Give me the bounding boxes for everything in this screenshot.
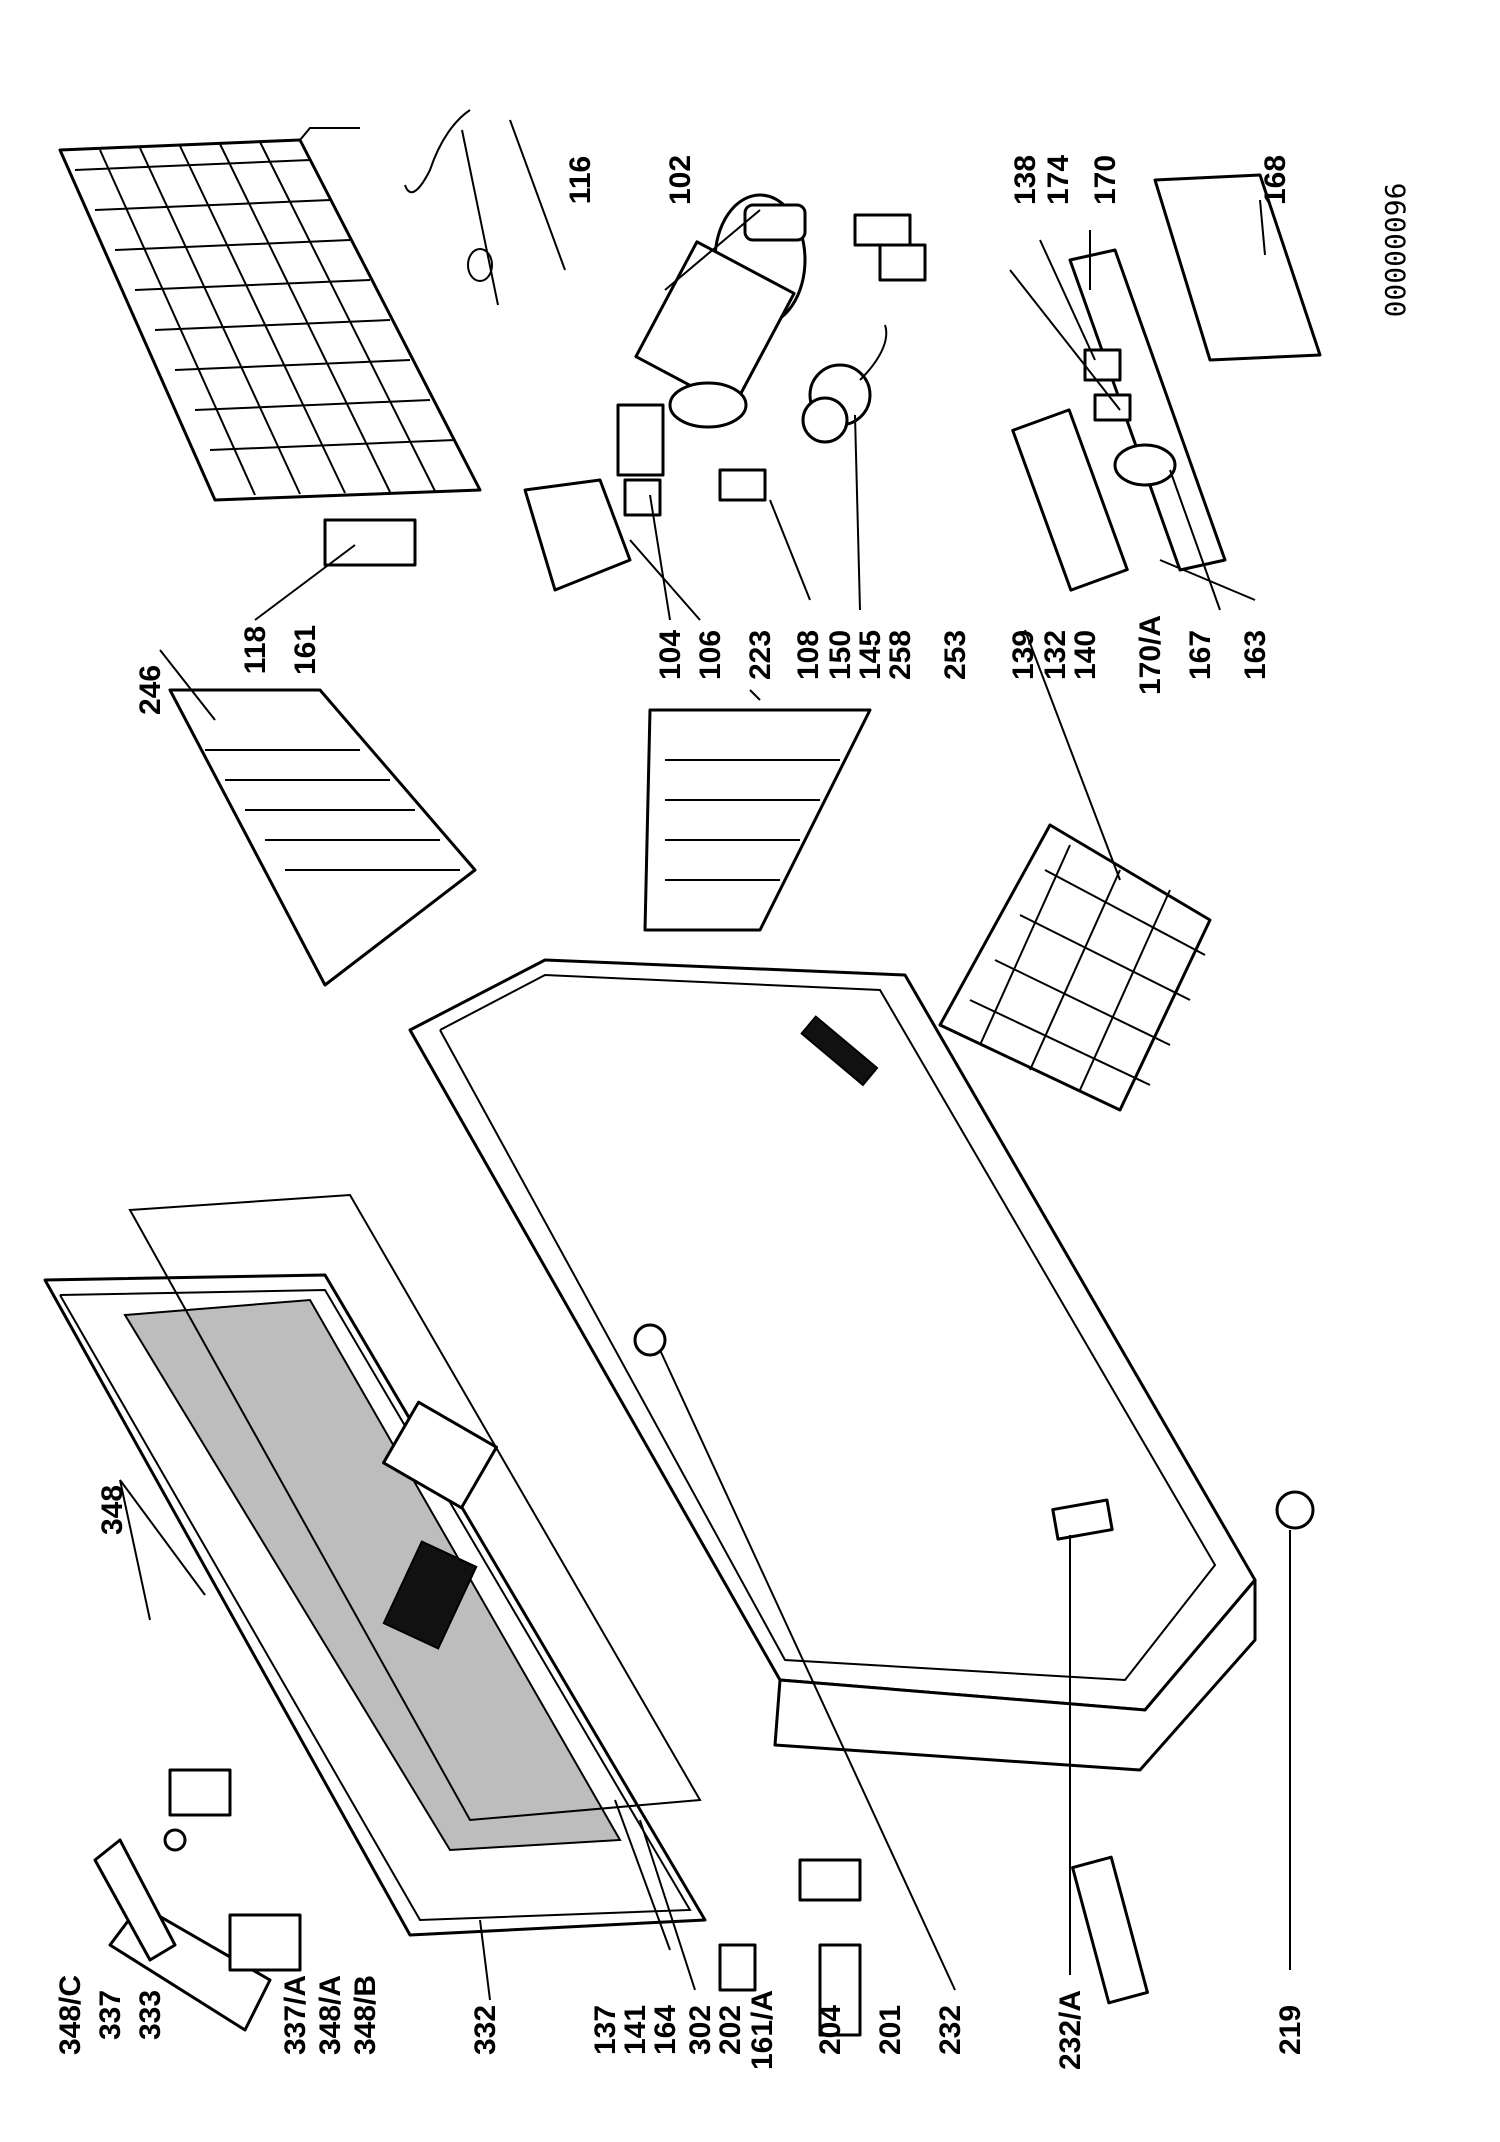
callout-258: 258 — [884, 630, 917, 680]
callout-163: 163 — [1239, 630, 1272, 680]
callout-348: 348 — [96, 1485, 129, 1535]
hinge-cover — [228, 1913, 302, 1972]
callout-132: 132 — [1039, 630, 1072, 680]
callout-116: 116 — [564, 156, 597, 204]
callout-348B: 348/B — [349, 1975, 382, 2055]
condenser-coil — [58, 127, 482, 502]
spacer-bolt — [718, 468, 767, 502]
control-panel-cover — [1153, 173, 1322, 362]
mount-bracket — [523, 478, 632, 592]
callout-137: 137 — [589, 2005, 622, 2055]
leader-lines — [119, 119, 1291, 2001]
callout-150: 150 — [824, 630, 857, 680]
callout-106: 106 — [694, 630, 727, 680]
callout-348A: 348/A — [314, 1975, 347, 2055]
callout-140: 140 — [1069, 630, 1102, 680]
bracket-161 — [323, 518, 417, 567]
callout-201: 201 — [874, 2005, 907, 2055]
bush — [623, 478, 662, 517]
thermostat-knob — [1113, 443, 1177, 487]
evaporator-plate — [168, 688, 477, 987]
lid-gasket — [128, 1193, 702, 1822]
callout-167: 167 — [1184, 630, 1217, 680]
callout-246: 246 — [134, 665, 167, 715]
callout-145: 145 — [854, 630, 887, 680]
callout-108: 108 — [792, 630, 825, 680]
handle-cap — [93, 1838, 177, 1962]
callout-102: 102 — [664, 155, 697, 205]
callout-253: 253 — [939, 630, 972, 680]
callout-labels: 116 102 138 174 170 168 246 118 161 104 … — [54, 155, 1412, 2070]
lock-housing — [168, 1768, 232, 1817]
lid — [43, 1273, 707, 1937]
callout-337: 337 — [94, 1990, 127, 2040]
callout-232: 232 — [934, 2005, 967, 2055]
callout-168: 168 — [1259, 155, 1292, 205]
hinge-clip — [718, 1943, 757, 1992]
relay-cover — [878, 243, 927, 282]
callout-302: 302 — [684, 2005, 717, 2055]
foot — [1275, 1490, 1315, 1530]
pilot-lamp — [1083, 348, 1122, 382]
callout-348C: 348/C — [54, 1975, 87, 2055]
callout-219: 219 — [1274, 2005, 1307, 2055]
callout-170A: 170/A — [1134, 615, 1167, 695]
document-id: 00000096 — [1379, 183, 1412, 318]
wire-basket — [938, 823, 1212, 1112]
lock-screw — [163, 1828, 187, 1852]
callout-174: 174 — [1042, 155, 1075, 205]
callout-164: 164 — [649, 2005, 682, 2055]
callout-232A: 232/A — [1054, 1990, 1087, 2070]
callout-139: 139 — [1007, 630, 1040, 680]
cabinet — [408, 958, 1257, 1772]
relay-part — [853, 213, 912, 247]
callout-170: 170 — [1089, 155, 1122, 205]
callout-204: 204 — [814, 2005, 847, 2055]
callout-161A: 161/A — [746, 1990, 779, 2070]
drain-plug — [1071, 1855, 1149, 2005]
hinge-spring — [818, 1943, 862, 2037]
callout-141: 141 — [619, 2005, 652, 2055]
callout-223: 223 — [744, 630, 777, 680]
callout-138: 138 — [1009, 155, 1042, 205]
grommet — [616, 403, 665, 477]
switch — [1093, 393, 1132, 422]
callout-333: 333 — [134, 1990, 167, 2040]
fan-motor — [801, 324, 888, 444]
callout-332: 332 — [469, 2005, 502, 2055]
grille — [643, 708, 872, 932]
callout-118: 118 — [239, 626, 272, 674]
hinge — [798, 1858, 862, 1902]
callout-104: 104 — [654, 630, 687, 680]
callout-337A: 337/A — [279, 1975, 312, 2055]
thermostat-capillary — [404, 109, 499, 306]
callout-161: 161 — [289, 625, 322, 675]
compressor — [634, 193, 807, 429]
callout-202: 202 — [714, 2005, 747, 2055]
control-plate — [1011, 408, 1129, 592]
